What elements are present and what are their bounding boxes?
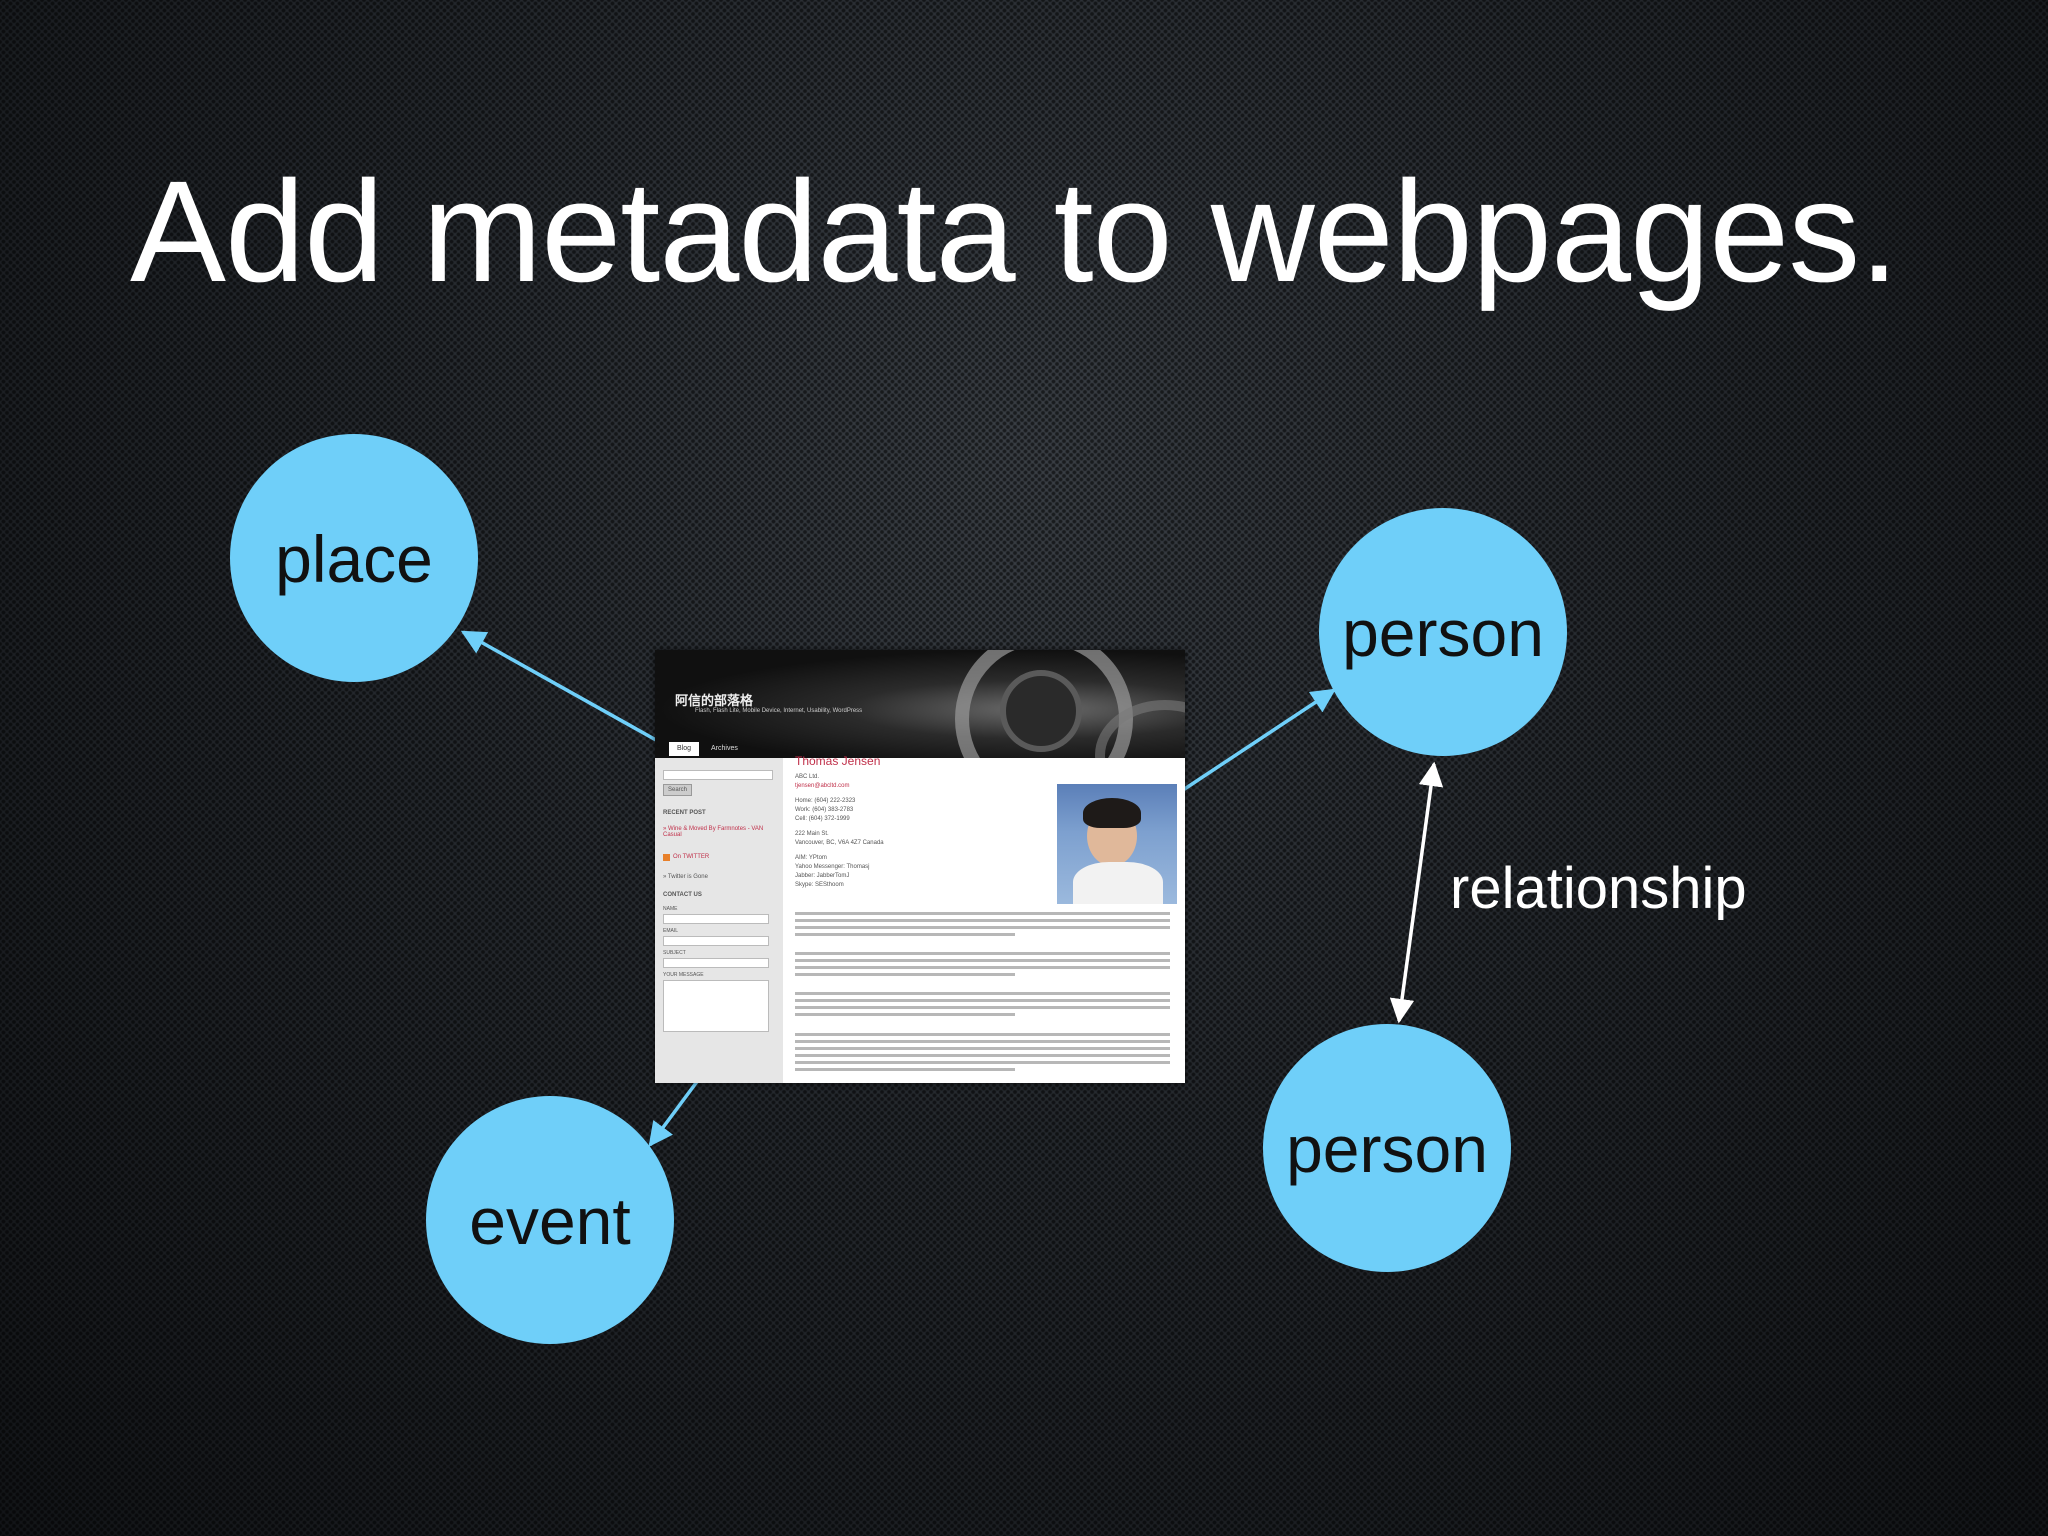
contact-jabber: Jabber: JabberTomJ [795, 873, 850, 879]
bio-text-line [795, 912, 1170, 915]
node-place-label: place [275, 522, 433, 596]
bio-text-line [795, 1013, 1015, 1016]
contact-field-label-message: YOUR MESSAGE [663, 972, 704, 978]
contact-home-phone: Home: (604) 222-2323 [795, 798, 856, 804]
contact-subject-input[interactable] [663, 958, 769, 968]
node-event: event [426, 1096, 674, 1344]
contact-skype: Skype: SESthoom [795, 882, 844, 888]
node-place: place [230, 434, 478, 682]
bio-text-line [795, 919, 1170, 922]
bio-text-line [795, 1068, 1015, 1071]
webpage-tab-archives[interactable]: Archives [711, 745, 738, 752]
webpage-site-tagline: Flash, Flash Lite, Mobile Device, Intern… [695, 708, 863, 714]
contact-field-label-subject: SUBJECT [663, 950, 686, 956]
bio-text-line [795, 1006, 1170, 1009]
bio-text-line [795, 992, 1170, 995]
sidebar-heading-contact: CONTACT US [663, 892, 702, 898]
bio-text-line [795, 966, 1170, 969]
contact-name-input[interactable] [663, 914, 769, 924]
sidebar-heading-recent: RECENT POST [663, 810, 706, 816]
sidebar-feed-link[interactable]: On TWITTER [673, 854, 710, 860]
bio-text-line [795, 1061, 1170, 1064]
contact-message-textarea[interactable] [663, 980, 769, 1032]
node-person-bottom: person [1263, 1024, 1511, 1272]
sidebar-post-link[interactable]: » Wine & Moved By Farmnotes - VAN Casual [663, 826, 764, 838]
bio-text-line [795, 933, 1015, 936]
node-person-bottom-label: person [1286, 1112, 1488, 1186]
webpage-screenshot: 阿信的部落格 Flash, Flash Lite, Mobile Device,… [655, 650, 1185, 1083]
contact-work-phone: Work: (604) 383-2783 [795, 807, 854, 813]
bio-text-line [795, 926, 1170, 929]
profile-photo [1057, 784, 1177, 904]
webpage-site-title: 阿信的部落格 [675, 693, 754, 708]
slide-title: Add metadata to webpages. [130, 151, 1899, 312]
profile-name: Thomas Jensen [795, 754, 881, 768]
webpage-search-input[interactable] [663, 770, 773, 780]
arrow-to-person-top [1179, 688, 1337, 794]
contact-street: 222 Main St. [795, 831, 829, 837]
contact-company: ABC Ltd. [795, 774, 820, 780]
contact-cell-phone: Cell: (604) 372-1999 [795, 816, 850, 822]
bio-text-line [795, 973, 1015, 976]
node-person-top-label: person [1342, 596, 1544, 670]
contact-aim: AIM: YPtom [795, 855, 827, 861]
bio-text-line [795, 999, 1170, 1002]
node-person-top: person [1319, 508, 1567, 756]
contact-field-label-name: NAME [663, 906, 678, 912]
bio-text-line [795, 952, 1170, 955]
bio-text-line [795, 959, 1170, 962]
sidebar-twitter-link[interactable]: » Twitter is Gone [663, 874, 708, 880]
contact-field-label-email: EMAIL [663, 928, 679, 934]
webpage-tab-blog[interactable]: Blog [669, 742, 700, 756]
webpage-header: 阿信的部落格 Flash, Flash Lite, Mobile Device,… [655, 650, 1185, 758]
bio-text-line [795, 1054, 1170, 1057]
contact-email-input[interactable] [663, 936, 769, 946]
node-event-label: event [469, 1184, 630, 1258]
webpage-search-button[interactable]: Search [663, 784, 693, 796]
webpage-sidebar: Search RECENT POST » Wine & Moved By Far… [655, 758, 783, 1083]
contact-city: Vancouver, BC, V6A 4Z7 Canada [795, 840, 884, 846]
feed-icon [663, 854, 670, 861]
contact-email[interactable]: tjensen@abcltd.com [795, 783, 850, 789]
bio-text-line [795, 1033, 1170, 1036]
relationship-arrow [1389, 761, 1444, 1024]
bio-text-line [795, 1040, 1170, 1043]
contact-yahoo: Yahoo Messenger: Thomasj [795, 864, 870, 870]
bio-text-line [795, 1047, 1170, 1050]
relationship-label: relationship [1450, 856, 1747, 921]
